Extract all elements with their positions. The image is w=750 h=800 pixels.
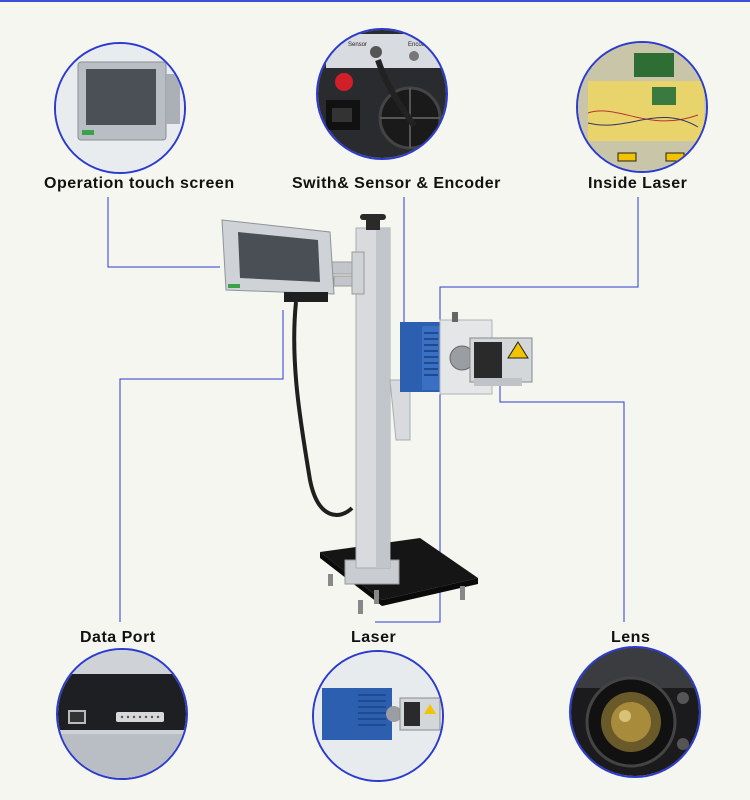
switch-sensor-photo: Sensor Encoder [316,28,448,160]
laser-warning-icon [507,341,529,359]
data-cable [292,301,354,517]
leader-touch-screen [107,197,220,268]
label-switch-sensor: Swith& Sensor & Encoder [292,175,501,192]
sensor-text: Sensor [348,42,367,48]
label-lens: Lens [611,629,651,646]
leader-laser [375,380,441,623]
label-inside-laser: Inside Laser [588,175,688,192]
inside-laser-photo [576,41,708,173]
data-port-photo [56,648,188,780]
label-touch-screen: Operation touch screen [44,175,235,192]
leader-lens [499,385,625,622]
label-data-port: Data Port [80,629,156,646]
label-laser: Laser [351,629,397,646]
leader-inside-laser [439,197,639,320]
touch-screen-photo [54,42,186,174]
lens-photo [569,646,701,778]
leader-data-port [119,310,284,622]
laser-photo [312,650,444,782]
top-border-line [0,0,750,2]
encoder-text: Encoder [408,42,430,48]
